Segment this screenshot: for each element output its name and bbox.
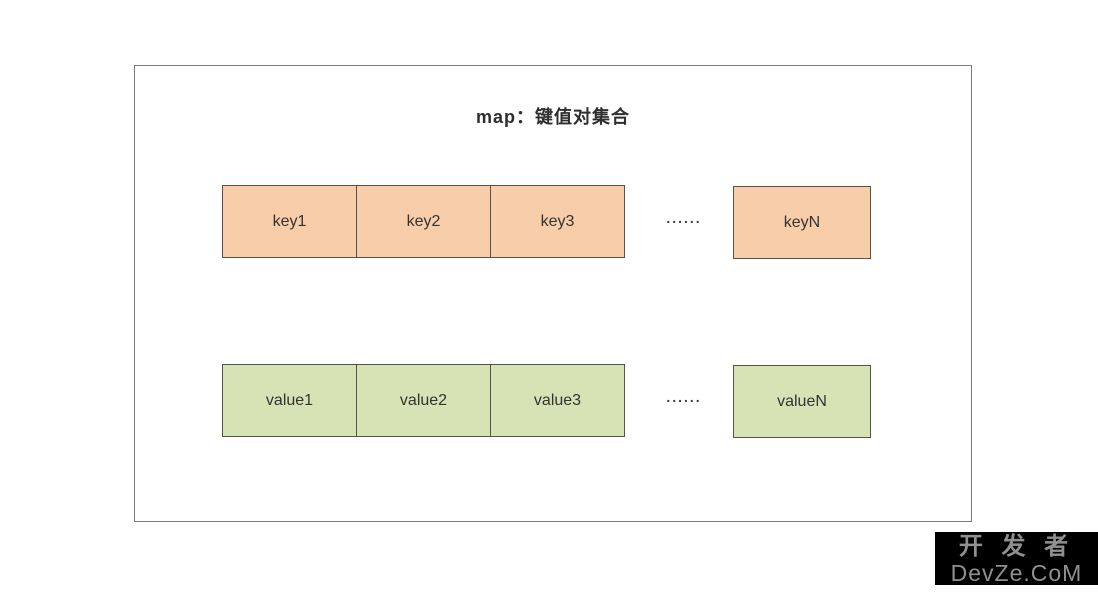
watermark-line2: DevZe.CoM (935, 561, 1098, 585)
value-cell-3: value3 (490, 365, 624, 436)
watermark: 开 发 者 DevZe.CoM (935, 532, 1098, 585)
values-ellipsis: ...... (666, 389, 702, 405)
key-cell-1: key1 (223, 186, 356, 257)
value-cell-2: value2 (356, 365, 490, 436)
key-cell-n: keyN (733, 186, 871, 259)
value-cell-n: valueN (733, 365, 871, 438)
keys-strip: key1 key2 key3 (222, 185, 625, 258)
keys-ellipsis: ...... (666, 210, 702, 226)
values-strip: value1 value2 value3 (222, 364, 625, 437)
diagram-title: map：键值对集合 (475, 107, 630, 127)
watermark-line1: 开 发 者 (935, 532, 1098, 561)
value-cell-1: value1 (223, 365, 356, 436)
key-cell-2: key2 (356, 186, 490, 257)
diagram-frame (134, 65, 972, 522)
key-cell-3: key3 (490, 186, 624, 257)
